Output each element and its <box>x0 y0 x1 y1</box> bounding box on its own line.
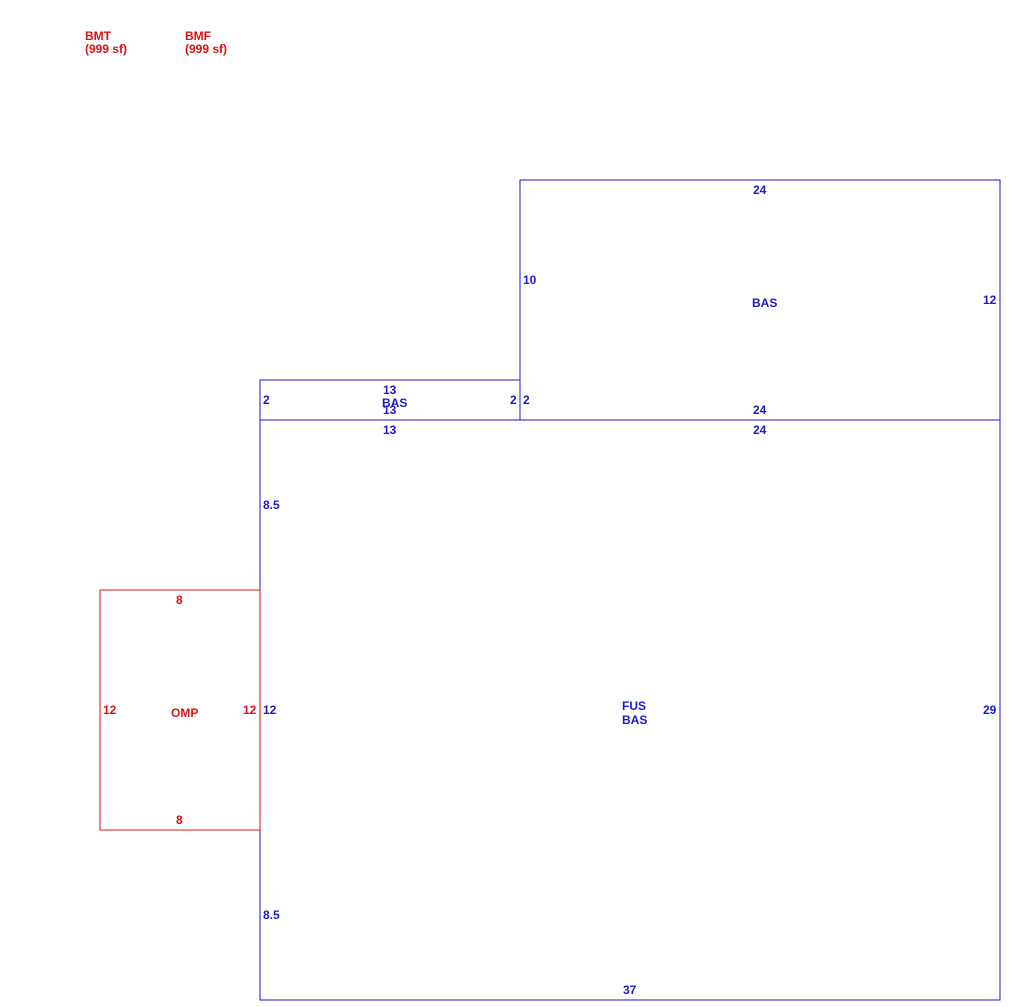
porch-omp-outline <box>99 589 261 831</box>
main-code-fus: FUS <box>622 699 646 713</box>
upper-bas-code: BAS <box>752 296 778 310</box>
legend-item-bmf: BMF (999 sf) <box>185 30 227 56</box>
strip-bas-code: BAS <box>382 396 408 410</box>
legend-area: (999 sf) <box>185 42 228 56</box>
upper-bas-left-dim: 10 <box>523 273 537 287</box>
main-left-middle-dim: 12 <box>263 703 277 717</box>
porch-left-dim: 12 <box>103 703 117 717</box>
porch-code: OMP <box>171 706 199 720</box>
strip-bas-bottom-dim: 13 <box>383 403 397 417</box>
strip-bas-top-dim: 13 <box>383 383 397 397</box>
legend-code: BMT <box>85 29 111 43</box>
strip-bas-left-dim: 2 <box>263 393 270 407</box>
strip-bas-right-dim: 2 <box>510 393 517 407</box>
legend-code: BMF <box>185 29 211 43</box>
porch-bottom-dim: 8 <box>176 813 183 827</box>
main-left-upper-dim: 8.5 <box>263 498 280 512</box>
upper-bas-top-dim: 24 <box>753 183 767 197</box>
porch-top-dim: 8 <box>176 593 183 607</box>
porch-right-dim: 12 <box>243 703 257 717</box>
main-left-lower-dim: 8.5 <box>263 908 280 922</box>
main-right-dim: 29 <box>983 703 997 717</box>
legend-item-bmt: BMT (999 sf) <box>85 30 127 56</box>
upper-bas-bottom-dim: 24 <box>753 403 767 417</box>
main-bottom-dim: 37 <box>623 983 637 997</box>
main-code-bas: BAS <box>622 713 648 727</box>
main-top-right-dim: 24 <box>753 423 767 437</box>
upper-bas-right-dim: 12 <box>983 293 997 307</box>
main-top-left-dim: 13 <box>383 423 397 437</box>
main-strip-right-dim: 2 <box>523 393 530 407</box>
legend-area: (999 sf) <box>85 42 128 56</box>
